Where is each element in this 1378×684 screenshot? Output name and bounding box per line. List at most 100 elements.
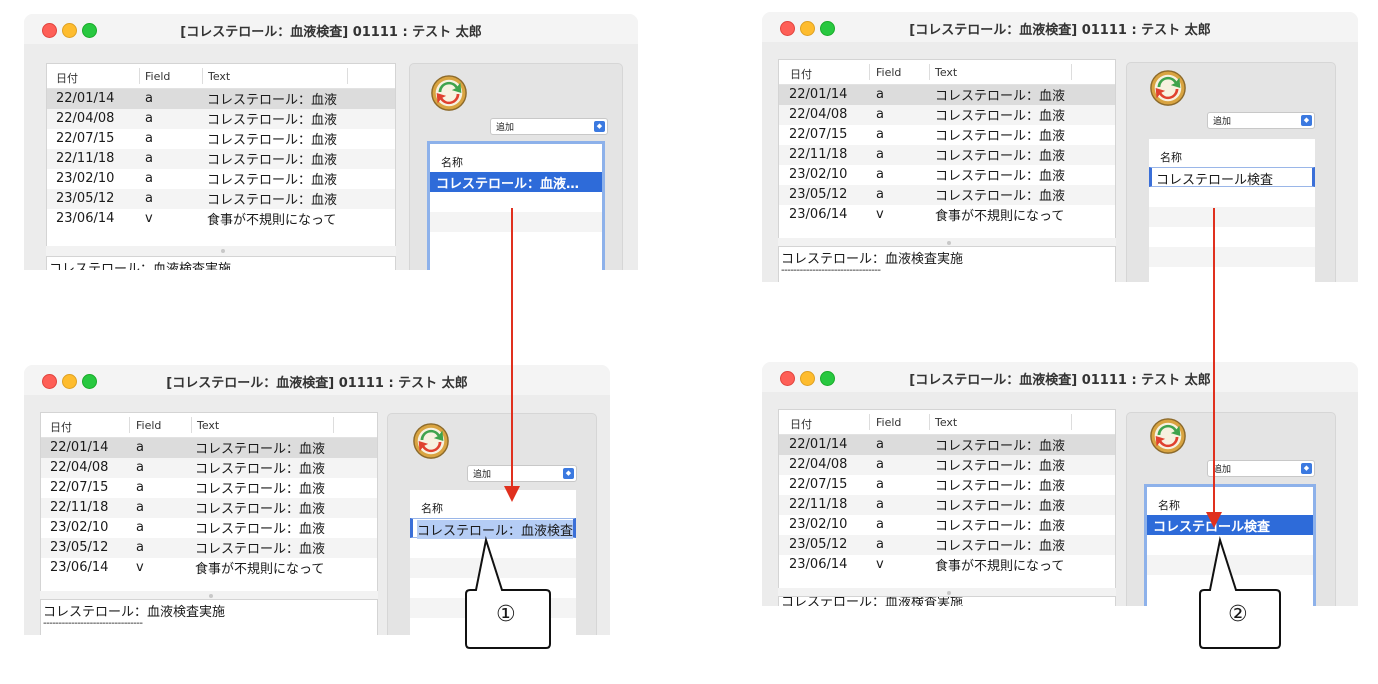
- right-panel: 追加◆ 名称 コレステロール検査: [1126, 412, 1336, 606]
- minimize-button[interactable]: [62, 374, 77, 389]
- split-divider[interactable]: [778, 588, 1116, 598]
- inline-text-editor[interactable]: コレステロール：血液検査: [410, 518, 576, 539]
- col-text[interactable]: Text: [935, 416, 958, 429]
- list-item[interactable]: [1147, 555, 1313, 575]
- close-button[interactable]: [780, 21, 795, 36]
- zoom-button[interactable]: [82, 374, 97, 389]
- split-divider[interactable]: [46, 246, 396, 256]
- list-item[interactable]: [430, 192, 602, 212]
- action-popup[interactable]: 追加◆: [1207, 460, 1315, 477]
- name-list[interactable]: 名称 コレステロール：血液検査: [410, 490, 576, 635]
- col-date[interactable]: 日付: [790, 418, 812, 431]
- col-date[interactable]: 日付: [790, 68, 812, 81]
- minimize-button[interactable]: [800, 21, 815, 36]
- col-field[interactable]: Field: [876, 66, 902, 79]
- zoom-button[interactable]: [82, 23, 97, 38]
- close-button[interactable]: [42, 23, 57, 38]
- action-popup[interactable]: 追加◆: [1207, 112, 1315, 129]
- col-text[interactable]: Text: [197, 419, 220, 432]
- note-text-area[interactable]: コレステロール：血液検査実施: [778, 596, 1116, 606]
- split-divider[interactable]: [778, 238, 1116, 248]
- list-item[interactable]: [1147, 535, 1313, 555]
- list-item[interactable]: [1149, 247, 1315, 267]
- inline-text-editor[interactable]: コレステロール検査: [1149, 167, 1315, 188]
- list-item[interactable]: [1149, 187, 1315, 207]
- note-text-area[interactable]: コレステロール：血液検査実施 -------------------------…: [40, 599, 378, 635]
- list-item-editing[interactable]: コレステロール検査: [1149, 167, 1315, 188]
- col-date[interactable]: 日付: [50, 421, 72, 434]
- list-item[interactable]: [430, 212, 602, 232]
- name-list[interactable]: 名称 コレステロール：血液…: [430, 144, 602, 270]
- list-item[interactable]: [430, 232, 602, 252]
- sync-icon[interactable]: [1149, 417, 1187, 455]
- note-text-area[interactable]: コレステロール：血液検査実施: [46, 256, 396, 270]
- list-item[interactable]: コレステロール：血液…: [430, 172, 602, 192]
- table-header: 日付 Field Text: [41, 413, 377, 438]
- close-button[interactable]: [780, 371, 795, 386]
- list-item-editing[interactable]: コレステロール：血液検査: [410, 518, 576, 539]
- col-field[interactable]: Field: [136, 419, 162, 432]
- list-item[interactable]: コレステロール検査: [1147, 515, 1313, 535]
- right-panel: 追加◆ 名称 コレステロール検査: [1126, 62, 1336, 282]
- list-item[interactable]: [410, 598, 576, 618]
- zoom-button[interactable]: [820, 371, 835, 386]
- action-popup[interactable]: 追加◆: [467, 465, 577, 482]
- list-item[interactable]: [410, 538, 576, 558]
- sync-icon[interactable]: [412, 422, 450, 460]
- name-list[interactable]: 名称 コレステロール検査: [1147, 487, 1313, 606]
- action-popup[interactable]: 追加◆: [490, 118, 608, 135]
- zoom-button[interactable]: [820, 21, 835, 36]
- right-panel: 追加◆ 名称 コレステロール：血液…: [409, 63, 623, 270]
- close-button[interactable]: [42, 374, 57, 389]
- minimize-button[interactable]: [800, 371, 815, 386]
- col-date[interactable]: 日付: [56, 72, 78, 85]
- list-item[interactable]: [1149, 207, 1315, 227]
- col-text[interactable]: Text: [935, 66, 958, 79]
- note-text-area[interactable]: コレステロール：血液検査実施 -------------------------…: [778, 246, 1116, 282]
- callout-label-two: ②: [1228, 602, 1248, 627]
- list-item[interactable]: [410, 578, 576, 598]
- col-text[interactable]: Text: [208, 70, 231, 83]
- list-item[interactable]: [410, 558, 576, 578]
- name-list[interactable]: 名称 コレステロール検査: [1149, 139, 1315, 282]
- window-a: [コレステロール：血液検査] 01111 : テスト 太郎 日付 Field T…: [24, 14, 638, 270]
- col-field[interactable]: Field: [876, 416, 902, 429]
- minimize-button[interactable]: [62, 23, 77, 38]
- list-item[interactable]: [1149, 227, 1315, 247]
- sync-icon[interactable]: [1149, 69, 1187, 107]
- list-item[interactable]: [1147, 575, 1313, 595]
- sync-icon[interactable]: [430, 74, 468, 112]
- split-divider[interactable]: [40, 591, 378, 601]
- window-b: [コレステロール：血液検査] 01111 : テスト 太郎 日付 Field T…: [24, 365, 610, 635]
- col-field[interactable]: Field: [145, 70, 171, 83]
